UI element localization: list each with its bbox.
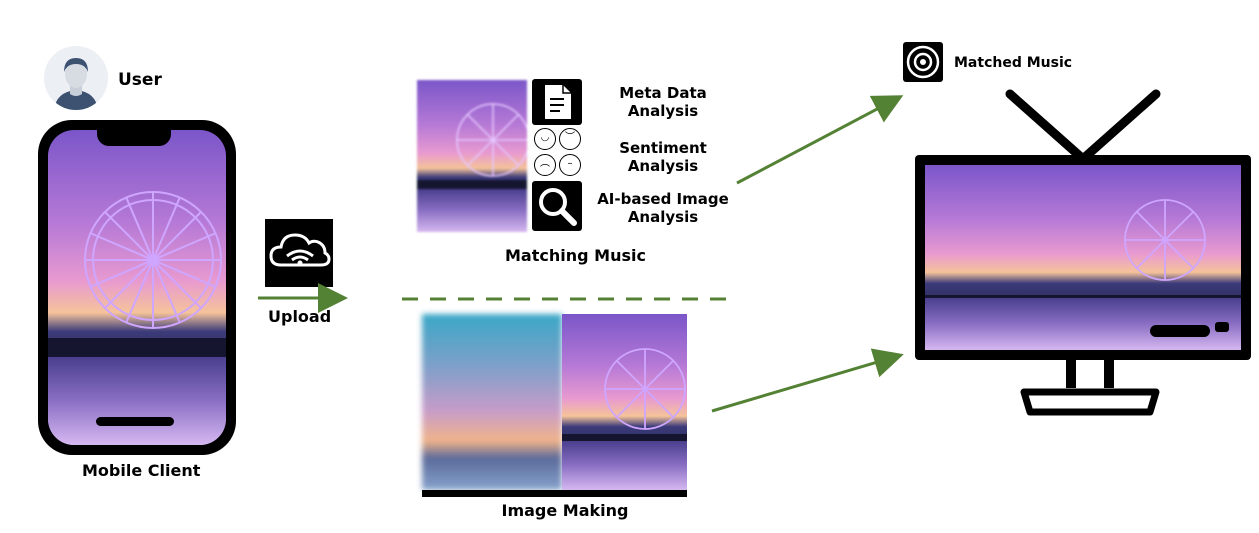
upload-label: Upload (268, 307, 332, 326)
tv-stand (1020, 358, 1160, 416)
magnifier-icon (532, 181, 582, 231)
sentiment-label: Sentiment Analysis (619, 139, 707, 175)
image-making-label: Image Making (501, 501, 629, 520)
tv-antenna-icon (1005, 89, 1161, 162)
mobile-client-label: Mobile Client (82, 461, 201, 480)
tv-power-button (1215, 322, 1229, 332)
ai-image-label: AI-based Image Analysis (597, 190, 729, 226)
user-avatar-icon (44, 46, 108, 110)
music-disc-icon (903, 42, 943, 82)
phone-home-bar (96, 417, 174, 426)
phone-photo (48, 130, 226, 445)
image-bottom-strip (422, 490, 687, 497)
phone-notch (97, 120, 171, 146)
tv-screen-photo (925, 165, 1241, 350)
meta-data-label: Meta Data Analysis (619, 84, 707, 120)
user-label: User (118, 70, 162, 90)
matched-music-label: Matched Music (954, 55, 1073, 71)
tv-speaker-bar (1150, 325, 1210, 337)
emoji-faces-icon: ◡ ︶ ︵ – (532, 128, 582, 178)
sharp-image-half (562, 314, 687, 490)
matching-music-label: Matching Music (505, 246, 646, 265)
blurred-image-half (422, 314, 562, 490)
analysis-photo (417, 80, 527, 232)
document-icon (532, 79, 582, 125)
cloud-upload-icon (265, 219, 333, 287)
